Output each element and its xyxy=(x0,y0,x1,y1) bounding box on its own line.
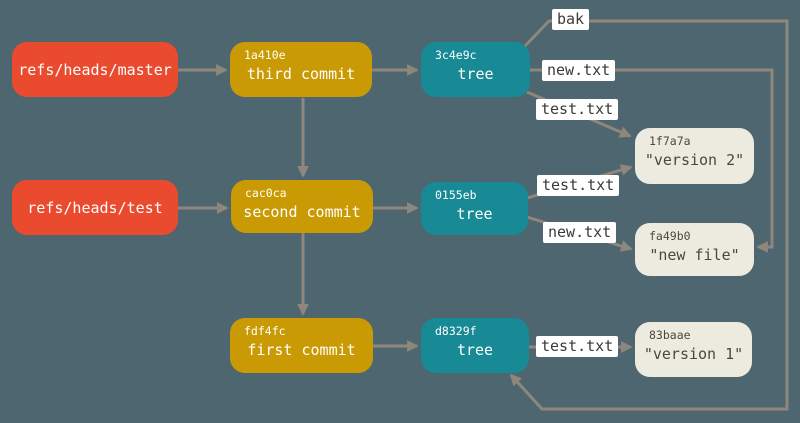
tree-hash: d8329f xyxy=(435,324,477,338)
edge-label-new-txt-1: new.txt xyxy=(542,60,616,81)
tree-node-0155eb: 0155eb tree xyxy=(421,182,528,235)
tree-hash: 0155eb xyxy=(435,188,477,202)
commit-label: third commit xyxy=(246,65,356,83)
blob-hash: 1f7a7a xyxy=(649,134,691,148)
ref-label: refs/heads/test xyxy=(27,198,163,217)
commit-node-first: fdf4fc first commit xyxy=(230,318,373,373)
blob-hash: 83baae xyxy=(649,328,691,342)
ref-node-test: refs/heads/test xyxy=(12,180,178,235)
commit-hash: fdf4fc xyxy=(244,324,286,338)
edge-label-bak: bak xyxy=(552,9,590,30)
blob-node-fa49b0: fa49b0 "new file" xyxy=(635,223,754,276)
tree-label: tree xyxy=(456,341,494,359)
arrow-bak-to-first-tree xyxy=(509,19,789,411)
edge-label-test-txt-3: test.txt xyxy=(536,336,619,357)
edge-label-test-txt-2: test.txt xyxy=(537,175,620,196)
ref-node-master: refs/heads/master xyxy=(12,42,178,97)
edge-label-test-txt-1: test.txt xyxy=(536,99,619,120)
commit-label: first commit xyxy=(247,341,356,359)
blob-label: "version 2" xyxy=(644,151,745,169)
ref-label: refs/heads/master xyxy=(18,60,172,79)
tree-hash: 3c4e9c xyxy=(435,48,477,62)
blob-hash: fa49b0 xyxy=(649,229,691,243)
commit-node-third: 1a410e third commit xyxy=(230,42,372,97)
blob-label: "new file" xyxy=(649,246,740,264)
tree-node-3c4e9c: 3c4e9c tree xyxy=(421,42,530,97)
commit-hash: cac0ca xyxy=(245,186,287,200)
commit-label: second commit xyxy=(243,203,361,221)
blob-node-83baae: 83baae "version 1" xyxy=(635,322,752,377)
tree-label: tree xyxy=(457,65,494,83)
commit-hash: 1a410e xyxy=(244,48,286,62)
tree-node-d8329f: d8329f tree xyxy=(421,318,529,373)
arrow-new-txt-to-new-file-blob xyxy=(530,68,774,253)
tree-label: tree xyxy=(456,205,493,223)
commit-node-second: cac0ca second commit xyxy=(231,180,373,233)
blob-node-1f7a7a: 1f7a7a "version 2" xyxy=(635,128,754,184)
edge-label-new-txt-2: new.txt xyxy=(543,222,617,243)
blob-label: "version 1" xyxy=(643,345,744,363)
